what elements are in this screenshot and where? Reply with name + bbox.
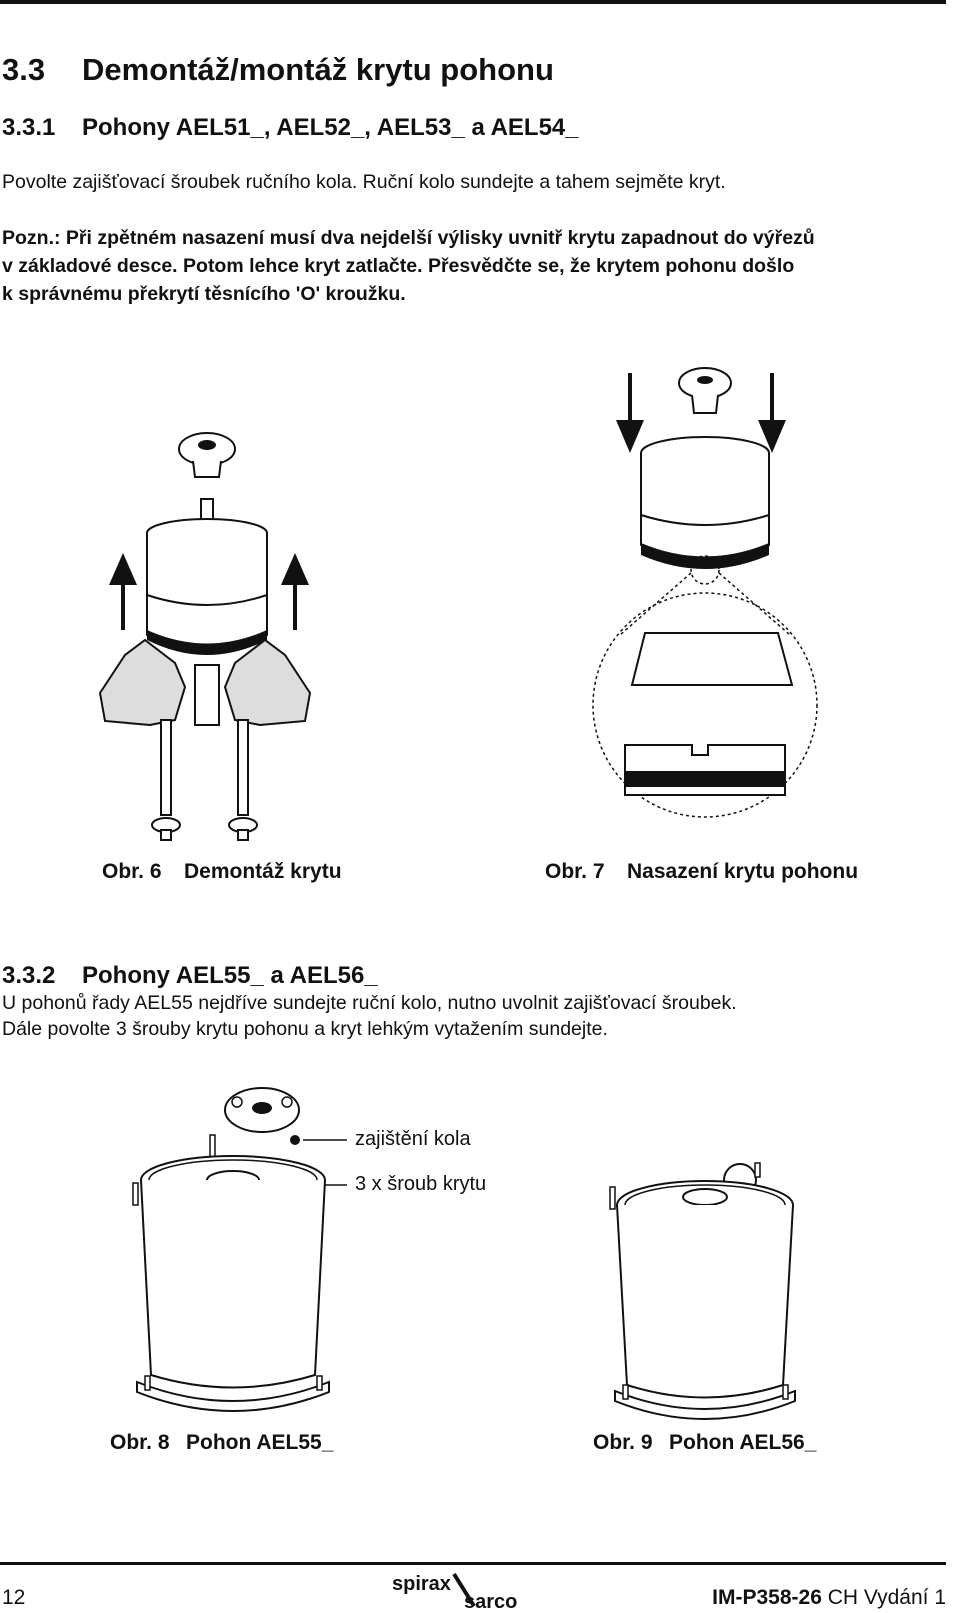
- page-number: 12: [2, 1586, 26, 1609]
- note-text-1: : Při zpětném nasazení musí dva nejdelší…: [54, 227, 815, 249]
- subsection-title-1: Pohony AEL51_, AEL52_, AEL53_ a AEL54_: [82, 114, 579, 141]
- figure-8-title: Pohon AEL55_: [186, 1431, 334, 1454]
- figure-7-illustration: [592, 367, 818, 818]
- figure-6-number: Obr. 6: [102, 860, 162, 883]
- figure-8-illustration: [132, 1087, 347, 1412]
- callout-cover-screws: 3 x šroub krytu: [355, 1173, 487, 1195]
- bottom-rule: [0, 1562, 946, 1565]
- figure-8-number: Obr. 8: [110, 1431, 170, 1454]
- section-heading: 3.3 Demontáž/montáž krytu pohonu: [2, 52, 554, 88]
- logo-spirax: spirax: [392, 1573, 451, 1595]
- subsection-heading-2: 3.3.2 Pohony AEL55_ a AEL56_: [2, 962, 378, 990]
- document-code: IM-P358-26: [712, 1586, 822, 1609]
- section-title: Demontáž/montáž krytu pohonu: [82, 52, 554, 87]
- subsection-heading-1: 3.3.1 Pohony AEL51_, AEL52_, AEL53_ a AEL…: [2, 114, 579, 142]
- wheel-lock-screw-icon: [290, 1135, 300, 1145]
- figure-9-caption: Obr. 9 Pohon AEL56_: [593, 1431, 816, 1455]
- instruction-line-2a: U pohonů řady AEL55 nejdříve sundejte ru…: [2, 992, 737, 1014]
- subsection-number-1: 3.3.1: [2, 114, 56, 141]
- note-line-2: v základové desce. Potom lehce kryt zatl…: [2, 255, 795, 277]
- subsection-number-2: 3.3.2: [2, 962, 56, 989]
- figure-9-illustration: [609, 1162, 796, 1420]
- top-rule: [0, 0, 946, 4]
- callout-wheel-lock: zajištění kola: [355, 1128, 471, 1150]
- document-edition: CH Vydání 1: [827, 1586, 946, 1609]
- figure-7-number: Obr. 7: [545, 860, 605, 883]
- figure-6-title: Demontáž krytu: [184, 860, 342, 883]
- instruction-line-2b: Dále povolte 3 šrouby krytu pohonu a kry…: [2, 1018, 608, 1040]
- figure-6-illustration: [98, 432, 312, 841]
- document-reference: IM-P358-26 CH Vydání 1: [712, 1586, 946, 1610]
- figure-7-caption: Obr. 7 Nasazení krytu pohonu: [545, 860, 858, 884]
- figure-9-title: Pohon AEL56_: [669, 1431, 817, 1454]
- left-hand-icon: [98, 638, 187, 727]
- figure-7-title: Nasazení krytu pohonu: [627, 860, 859, 883]
- figure-9-number: Obr. 9: [593, 1431, 653, 1454]
- note-line-1: Pozn.: Při zpětném nasazení musí dva nej…: [2, 224, 952, 252]
- section-number: 3.3: [2, 52, 46, 87]
- figure-8-caption: Obr. 8 Pohon AEL55_: [110, 1431, 333, 1455]
- note-block: Pozn.: Při zpětném nasazení musí dva nej…: [2, 224, 952, 308]
- logo-sarco: sarco: [464, 1591, 517, 1613]
- note-line-3: k správnému překrytí těsnícího 'O' krouž…: [2, 283, 406, 305]
- right-hand-icon: [223, 638, 312, 727]
- subsection-title-2: Pohony AEL55_ a AEL56_: [82, 962, 378, 989]
- figure-6-caption: Obr. 6 Demontáž krytu: [102, 860, 342, 884]
- instruction-paragraph-1: Povolte zajišťovací šroubek ručního kola…: [2, 171, 726, 193]
- note-label: Pozn.: [2, 227, 54, 249]
- spirax-sarco-logo: spirax sarco: [392, 1572, 517, 1613]
